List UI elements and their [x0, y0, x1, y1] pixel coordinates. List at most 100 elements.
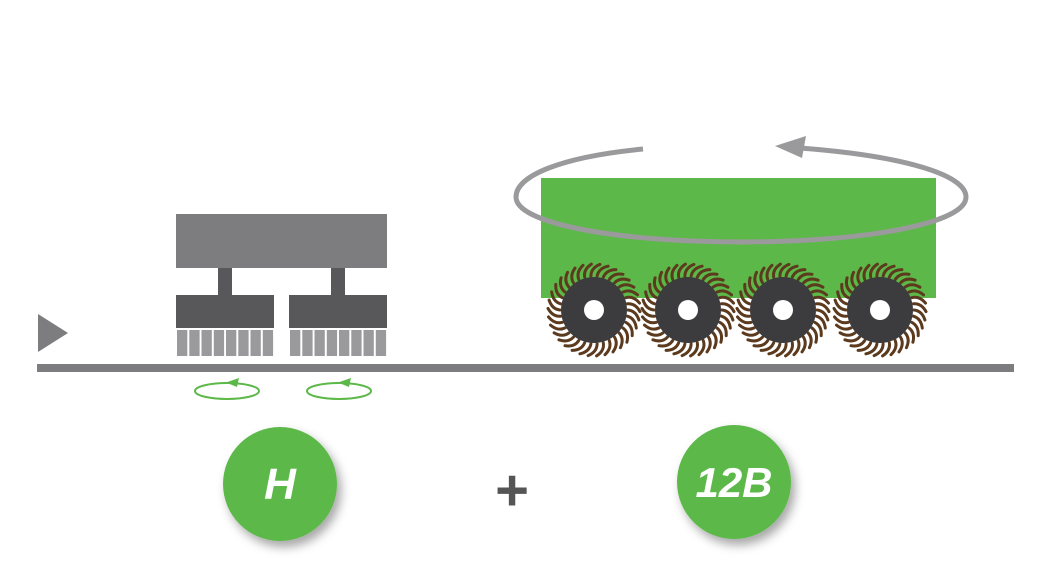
rotor-tine — [695, 268, 712, 279]
rotor-wheel — [640, 262, 736, 358]
rotor-tine — [624, 295, 641, 305]
rotor-tine — [711, 283, 730, 289]
rotor-tine — [570, 266, 577, 285]
rotor-tine — [689, 341, 699, 358]
rotor-tine — [601, 268, 618, 279]
cultivator-right-post — [331, 268, 345, 295]
rotor-tine — [672, 342, 687, 356]
rotor-tine — [683, 262, 696, 278]
cultivator-left-body — [176, 295, 274, 328]
rotor-tine — [570, 341, 587, 352]
rotor-tine — [595, 264, 610, 278]
rotor-tine — [643, 323, 661, 331]
tine-segment — [326, 330, 338, 356]
rotor-tine — [719, 314, 732, 330]
rotor-tine — [833, 298, 848, 312]
badge-12b-label: 12B — [695, 459, 772, 506]
cultivator-right-body — [289, 295, 387, 328]
rotor-tine — [652, 276, 661, 294]
rotor-tine — [814, 302, 831, 314]
rotor-tine — [715, 289, 733, 297]
rotor-tine — [715, 326, 724, 344]
rotor-tine — [648, 282, 658, 300]
rotor-tine — [838, 331, 857, 337]
rotor-tine — [613, 277, 631, 285]
tine-segment — [339, 330, 350, 356]
tine-segment — [302, 330, 313, 356]
rotor-tine — [697, 338, 706, 357]
counterclockwise-arrow-icon — [306, 378, 372, 400]
tine-segment — [351, 330, 362, 356]
rotor-tine — [626, 308, 641, 322]
cultivator-left-post — [218, 268, 232, 295]
rotor-tine — [772, 262, 782, 279]
play-triangle-icon — [38, 314, 68, 352]
rotor-tine — [625, 314, 638, 330]
badge-h-label: H — [264, 460, 297, 509]
rotor-tine — [621, 326, 630, 344]
rotor-tine — [792, 338, 801, 357]
rotor-tine — [765, 263, 774, 282]
rotor-tine — [862, 263, 871, 282]
rotor-tine — [903, 283, 922, 289]
rotor-tine — [646, 331, 665, 337]
cultivator-left-tines — [177, 330, 274, 356]
rotation-ellipse-back-right — [799, 145, 969, 198]
tine-segment — [177, 330, 188, 356]
rotor-tine — [611, 335, 618, 354]
rotor-tine — [881, 341, 891, 358]
rotor-tine — [736, 298, 751, 312]
rotor-tine — [814, 314, 827, 330]
rotor-tine — [658, 270, 665, 289]
rotor-tine — [869, 262, 879, 279]
rotor-tine — [887, 268, 904, 279]
badge-12b-circle — [677, 425, 791, 539]
rotor-tine — [617, 283, 636, 289]
rotor-tine — [664, 266, 671, 285]
rotor-tine — [549, 323, 567, 331]
rotor-tine — [641, 298, 656, 312]
rotor-tine — [554, 282, 564, 300]
rotor-tine — [796, 272, 814, 282]
rotor-tine — [578, 342, 593, 356]
rotor-tine — [576, 263, 585, 282]
rotor-tine — [806, 331, 813, 350]
rotor-tine — [625, 302, 642, 314]
rotor-tine — [784, 264, 799, 278]
rotor-tine — [778, 262, 791, 278]
rotor-tine — [910, 320, 920, 338]
rotor-tine — [802, 277, 820, 285]
rotor-tine — [711, 331, 718, 350]
rotor-tine — [546, 306, 563, 318]
rotor-tine — [707, 277, 725, 285]
rotor-tine — [583, 262, 593, 279]
rotor-tine — [741, 331, 760, 337]
rotor-tine — [705, 335, 712, 354]
rotor-tine — [759, 266, 766, 285]
rotor-hub — [584, 300, 604, 320]
rotor-tine — [753, 270, 760, 289]
rotation-ellipse-back — [513, 146, 644, 198]
badge-12b: 12B — [677, 425, 791, 539]
tine-segment — [314, 330, 325, 356]
tine-segment — [238, 330, 249, 356]
rotor-tine — [810, 326, 819, 344]
rotor-tine — [864, 342, 879, 356]
rotor-tine — [849, 338, 867, 348]
rotor-tine — [800, 335, 807, 354]
rotor-wheels — [546, 262, 928, 358]
rotor-tine — [735, 306, 752, 318]
rotor-tine — [657, 338, 675, 348]
rotor-tine — [843, 335, 861, 343]
tine-segment — [375, 330, 387, 356]
rotor-tine — [595, 341, 605, 358]
tine-segment — [201, 330, 212, 356]
rotor-tine — [893, 272, 911, 282]
tine-segment — [213, 330, 225, 356]
tine-segment — [290, 330, 301, 356]
rotor-tine — [552, 331, 571, 337]
rotor-tine — [718, 295, 735, 305]
rotor-tine — [677, 262, 687, 279]
rotor-tine — [767, 342, 782, 356]
